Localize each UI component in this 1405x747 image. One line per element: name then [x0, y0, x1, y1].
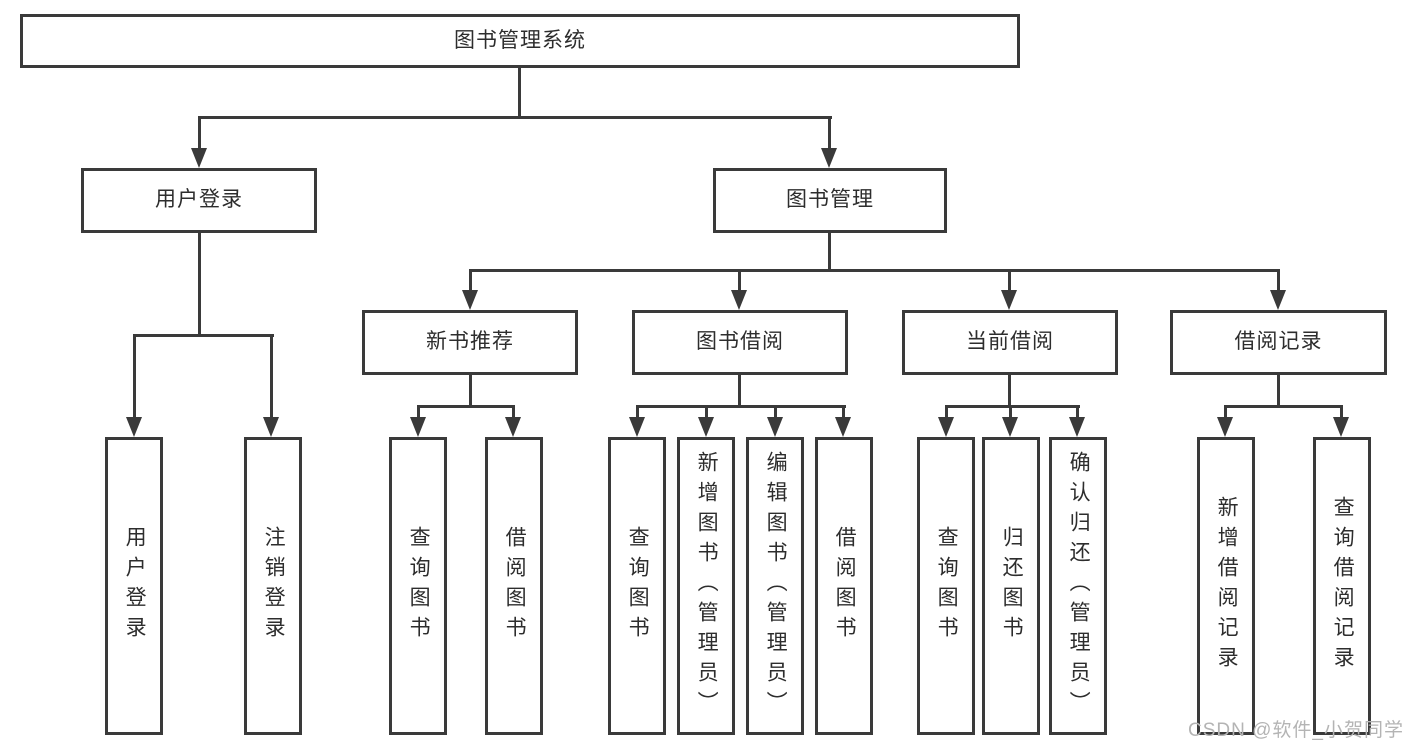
- connector-bookmgmt-stem: [828, 231, 831, 272]
- connector-newbook-hline: [417, 405, 515, 408]
- connector-bookmgmt-drop-1: [469, 269, 472, 293]
- arrow-down-icon: [821, 148, 837, 168]
- node-confirm-return-admin: 确认归还（管理员）: [1049, 437, 1107, 735]
- connector-currentborrow-drop-2: [1009, 405, 1012, 420]
- connector-bookmgmt-drop-2: [738, 269, 741, 293]
- connector-records-drop-2: [1340, 405, 1343, 420]
- connector-bookborrow-drop-1: [636, 405, 639, 420]
- node-borrow-book-2: 借阅图书: [815, 437, 873, 735]
- arrow-down-icon: [505, 417, 521, 437]
- connector-bookborrow-stem: [738, 373, 741, 408]
- node-new-book-recommend: 新书推荐: [362, 310, 578, 375]
- arrow-down-icon: [731, 290, 747, 310]
- connector-bookmgmt-hline: [469, 269, 1280, 272]
- connector-bookborrow-hline: [636, 405, 846, 408]
- node-book-management: 图书管理: [713, 168, 947, 233]
- arrow-down-icon: [263, 417, 279, 437]
- node-book-borrow: 图书借阅: [632, 310, 848, 375]
- connector-newbook-drop-2: [512, 405, 515, 420]
- connector-root-stem: [518, 66, 521, 117]
- arrow-down-icon: [698, 417, 714, 437]
- connector-currentborrow-stem: [1008, 373, 1011, 408]
- arrow-down-icon: [1002, 417, 1018, 437]
- arrow-down-icon: [1069, 417, 1085, 437]
- node-user-login: 用户登录: [81, 168, 317, 233]
- arrow-down-icon: [767, 417, 783, 437]
- connector-currentborrow-drop-1: [945, 405, 948, 420]
- node-root: 图书管理系统: [20, 14, 1020, 68]
- connector-records-stem: [1277, 373, 1280, 408]
- node-edit-book-admin: 编辑图书（管理员）: [746, 437, 804, 735]
- arrow-down-icon: [629, 417, 645, 437]
- connector-bookborrow-drop-2: [705, 405, 708, 420]
- node-current-borrow: 当前借阅: [902, 310, 1118, 375]
- node-query-book-3: 查询图书: [917, 437, 975, 735]
- connector-userlogin-hline: [133, 334, 274, 337]
- connector-currentborrow-hline: [945, 405, 1080, 408]
- connector-bookmgmt-drop-3: [1008, 269, 1011, 293]
- connector-records-hline: [1224, 405, 1343, 408]
- connector-newbook-drop-1: [417, 405, 420, 420]
- arrow-down-icon: [462, 290, 478, 310]
- arrow-down-icon: [1217, 417, 1233, 437]
- connector-userlogin-drop-1: [133, 334, 136, 419]
- arrow-down-icon: [1270, 290, 1286, 310]
- connector-records-drop-1: [1224, 405, 1227, 420]
- arrow-down-icon: [1333, 417, 1349, 437]
- connector-bookborrow-drop-3: [774, 405, 777, 420]
- node-borrow-book-1: 借阅图书: [485, 437, 543, 735]
- connector-currentborrow-drop-3: [1076, 405, 1079, 420]
- arrow-down-icon: [126, 417, 142, 437]
- node-borrow-records: 借阅记录: [1170, 310, 1387, 375]
- node-user-login-leaf: 用户登录: [105, 437, 163, 735]
- connector-bookmgmt-drop-4: [1277, 269, 1280, 293]
- connector-bookborrow-drop-4: [842, 405, 845, 420]
- node-query-book-2: 查询图书: [608, 437, 666, 735]
- arrow-down-icon: [938, 417, 954, 437]
- node-add-book-admin: 新增图书（管理员）: [677, 437, 735, 735]
- node-logout-leaf: 注销登录: [244, 437, 302, 735]
- node-return-book: 归还图书: [982, 437, 1040, 735]
- connector-userlogin-drop-2: [270, 334, 273, 419]
- connector-userlogin-stem: [198, 231, 201, 336]
- arrow-down-icon: [410, 417, 426, 437]
- node-add-borrow-record: 新增借阅记录: [1197, 437, 1255, 735]
- connector-root-drop-left: [198, 116, 201, 150]
- connector-newbook-stem: [469, 373, 472, 408]
- connector-root-drop-right: [828, 116, 831, 150]
- node-query-borrow-record: 查询借阅记录: [1313, 437, 1371, 735]
- arrow-down-icon: [1001, 290, 1017, 310]
- csdn-watermark: CSDN @软件_小贺同学: [1188, 720, 1404, 741]
- arrow-down-icon: [835, 417, 851, 437]
- connector-root-hline: [198, 116, 832, 119]
- arrow-down-icon: [191, 148, 207, 168]
- node-query-book-1: 查询图书: [389, 437, 447, 735]
